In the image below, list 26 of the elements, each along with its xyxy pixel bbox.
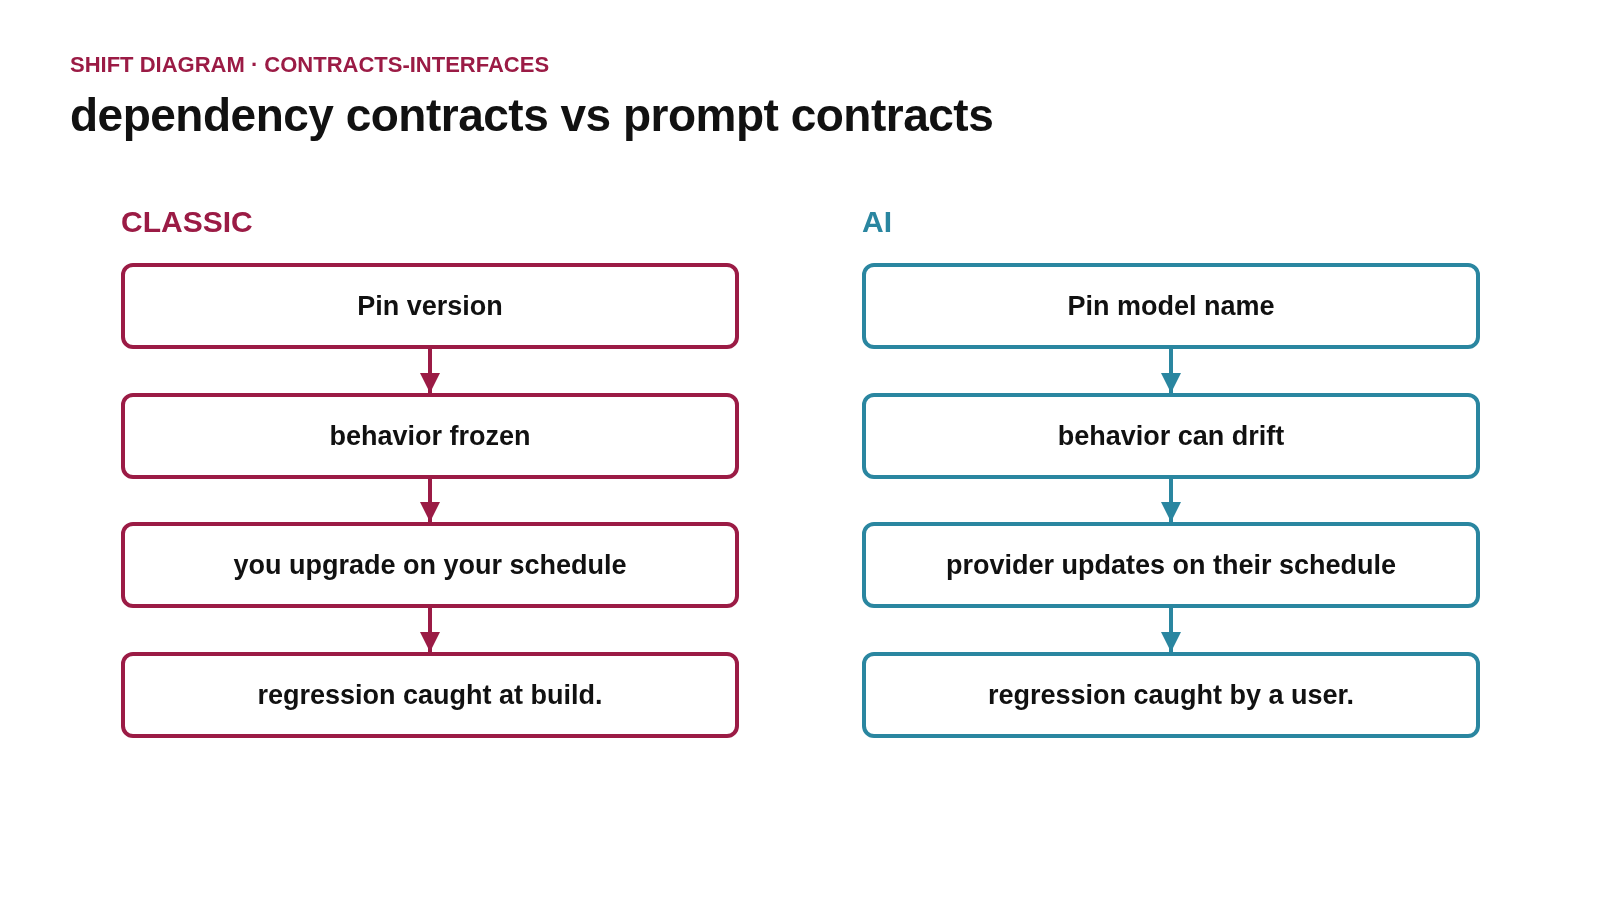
box-text: behavior frozen xyxy=(329,420,531,452)
section-label: SHIFT DIAGRAM · CONTRACTS-INTERFACES xyxy=(70,52,550,78)
process-box xyxy=(862,652,1480,738)
process-box xyxy=(121,393,739,479)
box-text: Pin model name xyxy=(1067,290,1275,322)
arrow xyxy=(420,349,440,393)
column-heading: AI xyxy=(862,205,892,239)
process-box xyxy=(862,393,1480,479)
arrow xyxy=(420,608,440,652)
process-box xyxy=(121,652,739,738)
arrow xyxy=(420,479,440,522)
process-box xyxy=(121,263,739,349)
box-text: regression caught at build. xyxy=(257,679,603,711)
diagram-title: dependency contracts vs prompt contracts xyxy=(70,88,994,142)
arrow xyxy=(1161,349,1181,393)
process-box xyxy=(862,263,1480,349)
arrow xyxy=(1161,608,1181,652)
box-text: Pin version xyxy=(357,290,503,322)
arrow xyxy=(1161,479,1181,522)
box-text: you upgrade on your schedule xyxy=(233,549,627,581)
process-box xyxy=(862,522,1480,608)
process-box xyxy=(121,522,739,608)
box-text: regression caught by a user. xyxy=(987,679,1355,711)
box-text: behavior can drift xyxy=(1057,420,1285,452)
column-heading: CLASSIC xyxy=(121,205,253,239)
box-text: provider updates on their schedule xyxy=(945,549,1397,581)
